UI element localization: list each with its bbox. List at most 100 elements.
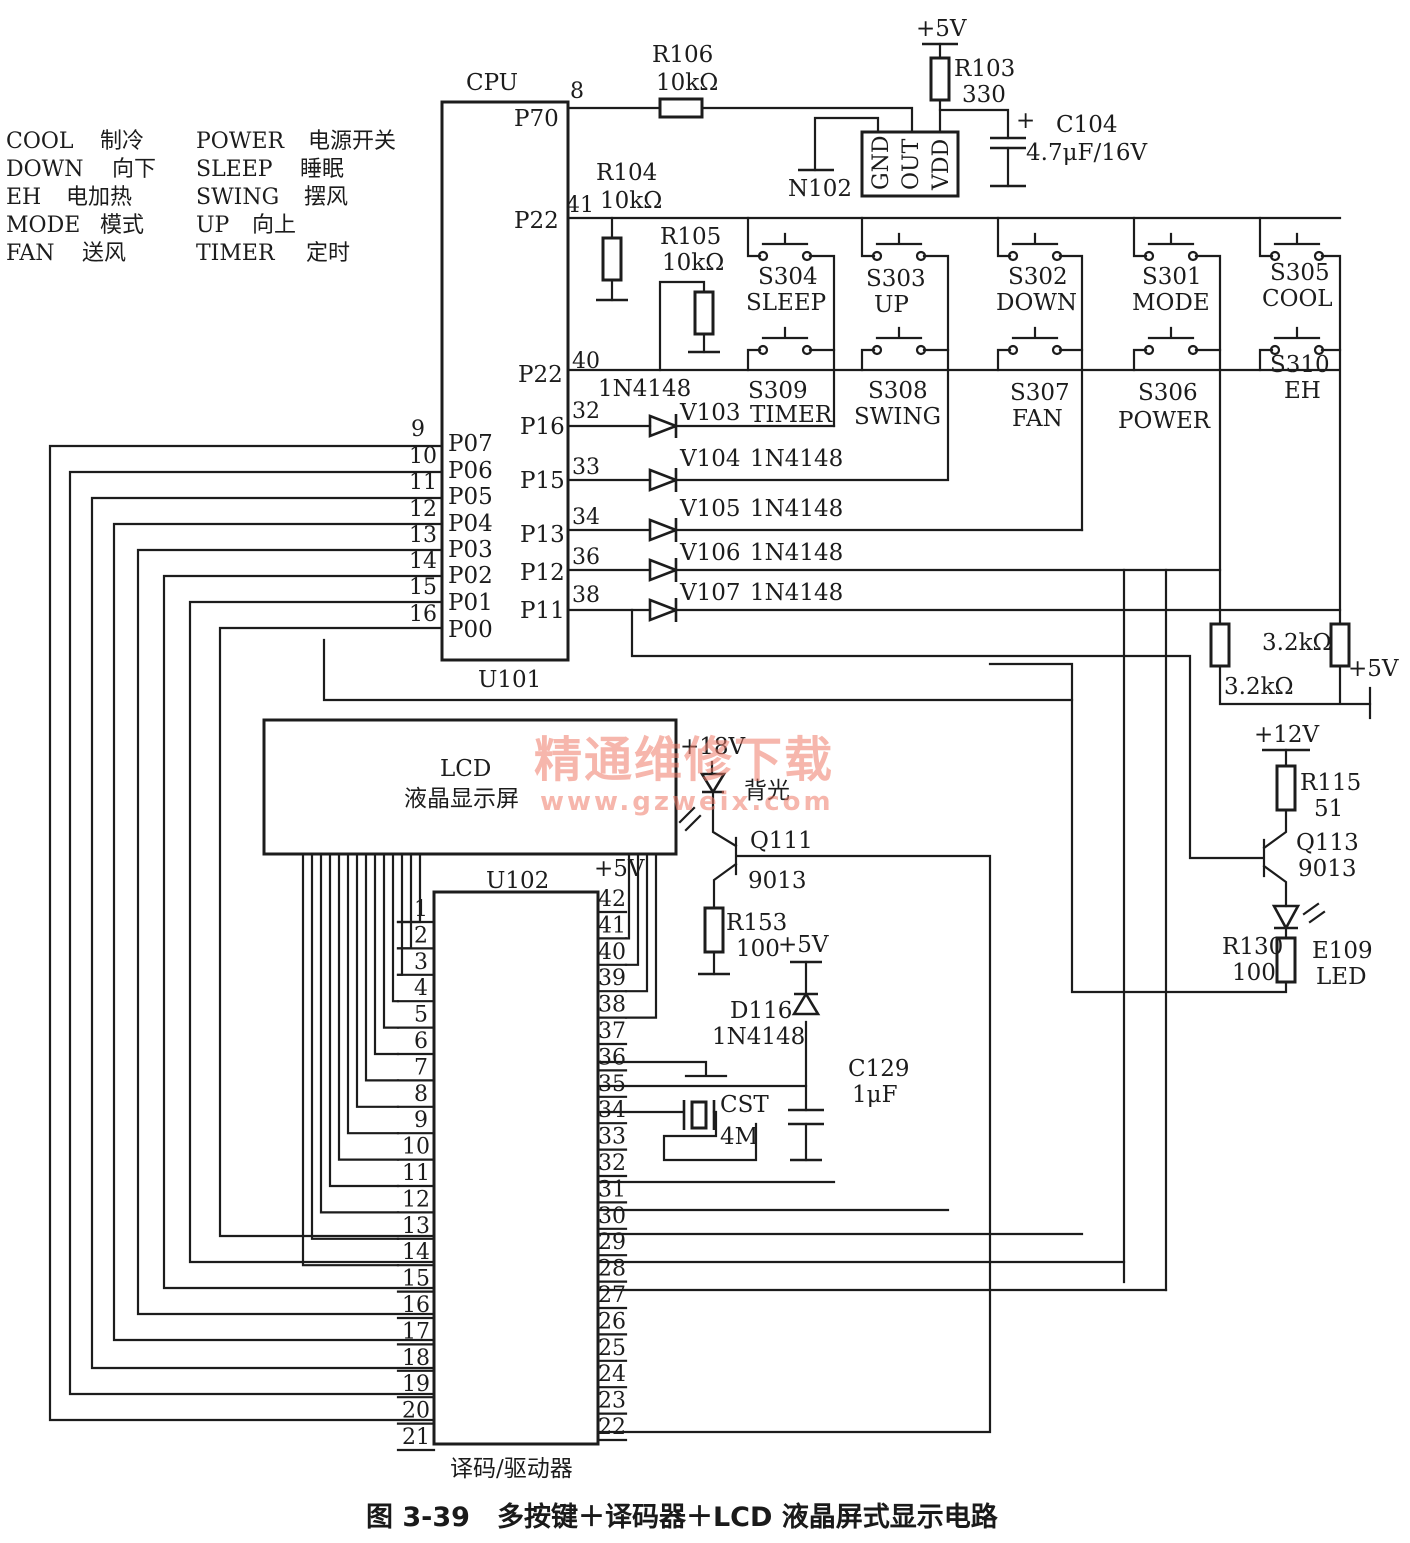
cpu-pin-name: P11 bbox=[520, 598, 565, 624]
lcd-bus-line bbox=[355, 852, 400, 1108]
cpu-pin-name: P70 bbox=[514, 106, 559, 132]
legend-meaning: 电源开关 bbox=[308, 129, 396, 154]
r104-ref: R104 bbox=[596, 160, 657, 186]
legend-meaning: 电加热 bbox=[66, 185, 132, 210]
backlight-driver: +18V 背光 Q111 9013 R153 100 bbox=[598, 734, 992, 1434]
switch-s301[interactable] bbox=[1143, 232, 1199, 262]
decoder-pin-number: 27 bbox=[598, 1283, 626, 1308]
c104-plus: + bbox=[1016, 108, 1035, 134]
switch-name: UP bbox=[874, 292, 909, 318]
d116-value: 1N4148 bbox=[712, 1024, 805, 1050]
decoder-pin-number: 11 bbox=[402, 1161, 430, 1186]
legend-meaning: 摆风 bbox=[304, 185, 348, 210]
switch-s304[interactable] bbox=[757, 232, 813, 262]
legend-term: SWING bbox=[196, 185, 279, 210]
lcd-bus-line bbox=[624, 852, 658, 1019]
resistor-r153 bbox=[703, 906, 725, 954]
decoder-pin-number: 28 bbox=[598, 1257, 626, 1282]
cpu-pin-name: P15 bbox=[520, 468, 565, 494]
decoder-pin-number: 4 bbox=[414, 976, 428, 1001]
switch-s305[interactable] bbox=[1269, 232, 1325, 262]
decoder-pin-number: 26 bbox=[598, 1309, 626, 1334]
lcd-bus-line bbox=[624, 852, 649, 993]
v105-value: 1N4148 bbox=[750, 496, 843, 522]
cpu-pin-name: P06 bbox=[448, 458, 493, 484]
decoder-u102: U102 译码/驱动器 +5V 123456789101112131415161… bbox=[48, 444, 1168, 1482]
cpu-pin-name: P22 bbox=[514, 208, 559, 234]
v103-ref: V103 bbox=[679, 400, 741, 426]
r105-value: 10kΩ bbox=[662, 250, 724, 276]
legend-term: MODE bbox=[6, 213, 80, 238]
r115-value: 51 bbox=[1314, 796, 1343, 822]
lcd-bus-line bbox=[310, 852, 400, 1240]
lcd-bus-line bbox=[382, 852, 400, 1029]
switch-s306[interactable] bbox=[1143, 326, 1199, 356]
cpu-pin-number: 33 bbox=[572, 455, 600, 480]
decoder-body bbox=[432, 890, 600, 1446]
switch-s303[interactable] bbox=[871, 232, 927, 262]
r103-value: 330 bbox=[962, 82, 1006, 108]
led-driver: +12V R115 51 Q113 9013 R130 100 E109 LED bbox=[988, 662, 1373, 994]
cpu-pin-number: 12 bbox=[409, 497, 437, 522]
switch-s309[interactable] bbox=[757, 326, 813, 356]
switch-s302[interactable] bbox=[1007, 232, 1063, 262]
c129-ref: C129 bbox=[848, 1056, 910, 1082]
capacitor-c129 bbox=[788, 1108, 824, 1126]
sensor-n102 bbox=[860, 130, 960, 198]
crystal-cst bbox=[682, 1100, 716, 1130]
cst-value: 4M bbox=[720, 1124, 758, 1150]
r153-value: 100 bbox=[736, 936, 780, 962]
watermark-text: 精通维修下载 bbox=[534, 732, 834, 788]
switch-s310[interactable] bbox=[1269, 326, 1325, 356]
r115-ref: R115 bbox=[1300, 770, 1361, 796]
watermark: 精通维修下载 www.gzweix.com bbox=[534, 732, 834, 817]
cpu-pin-name: P01 bbox=[448, 590, 493, 616]
cpu-pin-number: 32 bbox=[572, 399, 600, 424]
cpu-pin-number: 8 bbox=[570, 79, 584, 104]
legend-meaning: 模式 bbox=[100, 213, 144, 238]
decoder-pin-number: 39 bbox=[598, 966, 626, 991]
switch-name: TIMER bbox=[750, 402, 833, 428]
switch-s308[interactable] bbox=[871, 326, 927, 356]
cpu-pin-number: 13 bbox=[409, 523, 437, 548]
decoder-pin-number: 6 bbox=[414, 1029, 428, 1054]
decoder-pin-number: 22 bbox=[598, 1415, 626, 1440]
cpu-pin-name: P04 bbox=[448, 511, 493, 537]
legend-term: COOL bbox=[6, 129, 74, 154]
cpu-pin-name: P12 bbox=[520, 560, 565, 586]
switch-ref: S306 bbox=[1138, 380, 1198, 406]
cpu-pin-number: 9 bbox=[411, 417, 425, 442]
resistor-3k2-left bbox=[1209, 622, 1231, 668]
resistor-r103 bbox=[929, 56, 951, 102]
lcd-bus-line bbox=[396, 852, 404, 976]
diode-v103 bbox=[648, 414, 680, 438]
legend-meaning: 送风 bbox=[82, 241, 126, 266]
v107-value: 1N4148 bbox=[750, 580, 843, 606]
cpu-pin-name: P00 bbox=[448, 617, 493, 643]
v106-ref: V106 bbox=[679, 540, 741, 566]
diode-v104 bbox=[648, 468, 680, 492]
decoder-right-pins: 4241403938373635343332313029282726252423… bbox=[596, 887, 628, 1442]
r-left-value: 3.2kΩ bbox=[1224, 674, 1294, 700]
legend: COOL 制冷 DOWN 向下 EH 电加热 MODE 模式 FAN 送风 PO… bbox=[6, 129, 396, 266]
decoder-pin-number: 36 bbox=[598, 1045, 626, 1070]
v104-value: 1N4148 bbox=[750, 446, 843, 472]
lcd-bus-line bbox=[373, 852, 400, 1056]
cpu-pin-number: 15 bbox=[409, 575, 437, 600]
capacitor-c104 bbox=[990, 136, 1026, 150]
resistor-3k2-right bbox=[1329, 622, 1351, 668]
e109-ref: E109 bbox=[1312, 938, 1373, 964]
cpu-pin-number: 10 bbox=[409, 444, 437, 469]
lcd-bus-line bbox=[396, 852, 413, 950]
cpu-pin-number: 41 bbox=[566, 193, 594, 218]
cpu-body bbox=[440, 100, 570, 662]
cst-ref: CST bbox=[720, 1092, 769, 1118]
cpu-pin-name: P02 bbox=[448, 563, 493, 589]
cpu-u101: CPU U101 P70 P22 P22 P16 P15 P13 P12 P11… bbox=[409, 70, 600, 693]
legend-meaning: 睡眠 bbox=[300, 157, 344, 182]
decoder-pin-number: 2 bbox=[414, 923, 428, 948]
switch-s307[interactable] bbox=[1007, 326, 1063, 356]
lcd-label: LCD bbox=[440, 756, 491, 782]
v107-ref: V107 bbox=[679, 580, 741, 606]
cpu-ref: U101 bbox=[478, 667, 541, 693]
